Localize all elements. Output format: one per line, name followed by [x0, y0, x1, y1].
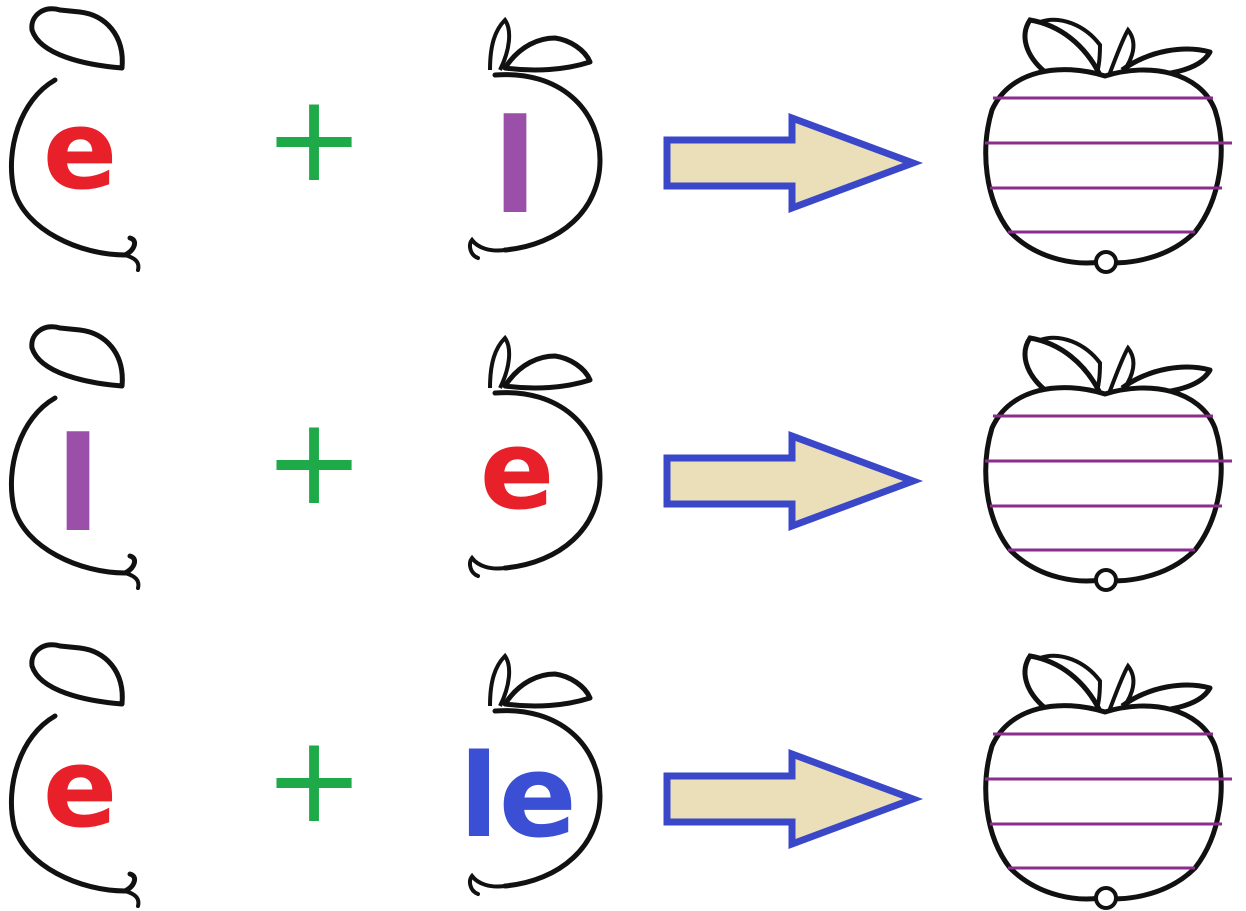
row-1: e + l — [11, 9, 1232, 272]
left-apple-letter: e — [43, 724, 118, 852]
right-apple-letter: l — [493, 91, 538, 243]
row-2: l + e — [11, 327, 1232, 590]
left-apple-letter: e — [43, 86, 118, 214]
lined-apple-icon — [985, 656, 1232, 908]
plus-sign: + — [264, 70, 365, 209]
right-apple-letter: e — [480, 406, 555, 534]
right-arrow-icon — [667, 436, 913, 526]
right-arrow-icon — [667, 118, 913, 208]
plus-sign: + — [264, 393, 365, 532]
left-apple-letter: l — [56, 409, 101, 561]
lined-apple-icon — [985, 20, 1232, 272]
row-3: e + le — [11, 645, 1232, 908]
right-arrow-icon — [667, 754, 913, 844]
lined-apple-icon — [985, 338, 1232, 590]
plus-sign: + — [264, 711, 365, 850]
right-apple-letter: le — [459, 730, 576, 864]
